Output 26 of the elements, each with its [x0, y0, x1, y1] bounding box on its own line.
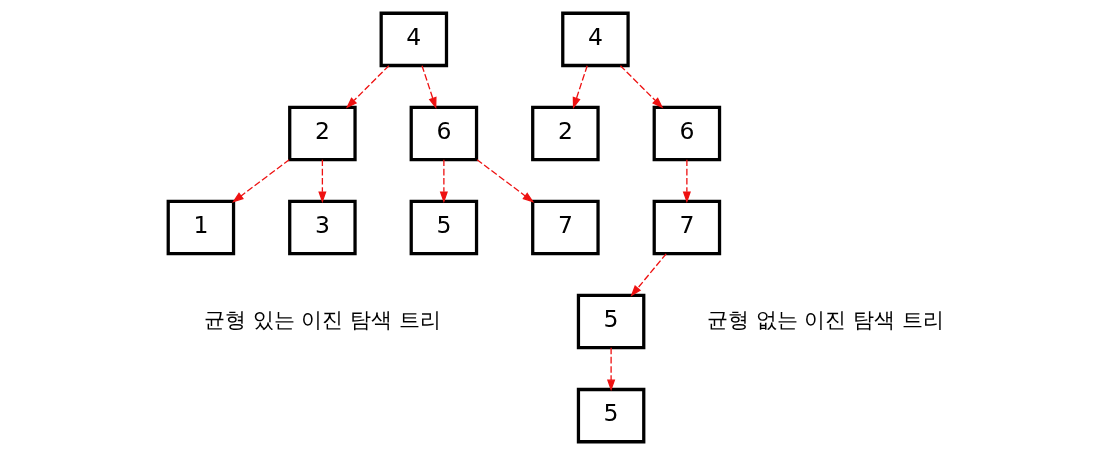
arrow [619, 65, 663, 109]
arrow [317, 159, 326, 204]
node-box: 3 [287, 199, 357, 256]
node-box: 2 [530, 105, 600, 162]
arrow [439, 159, 448, 204]
node-box: 1 [166, 199, 235, 256]
arrow [606, 347, 615, 392]
arrow [345, 65, 389, 109]
node-box: 2 [287, 105, 357, 162]
arrow [420, 65, 437, 110]
arrow [682, 159, 691, 204]
node-box: 7 [652, 199, 721, 256]
node-box: 5 [576, 387, 645, 444]
label: 균형 있는 이진 탐색 트리 [203, 307, 441, 332]
arrow [475, 159, 534, 203]
node-box: 4 [560, 11, 630, 68]
node-box: 7 [530, 199, 600, 256]
arrow [630, 253, 667, 297]
node-box: 5 [576, 293, 645, 350]
label: 균형 없는 이진 탐색 트리 [706, 307, 944, 332]
node-box: 4 [379, 11, 448, 68]
arrow [572, 65, 588, 110]
node-box: 6 [652, 105, 721, 162]
node-box: 5 [409, 199, 478, 256]
node-box: 6 [409, 105, 478, 162]
arrow [231, 159, 290, 203]
